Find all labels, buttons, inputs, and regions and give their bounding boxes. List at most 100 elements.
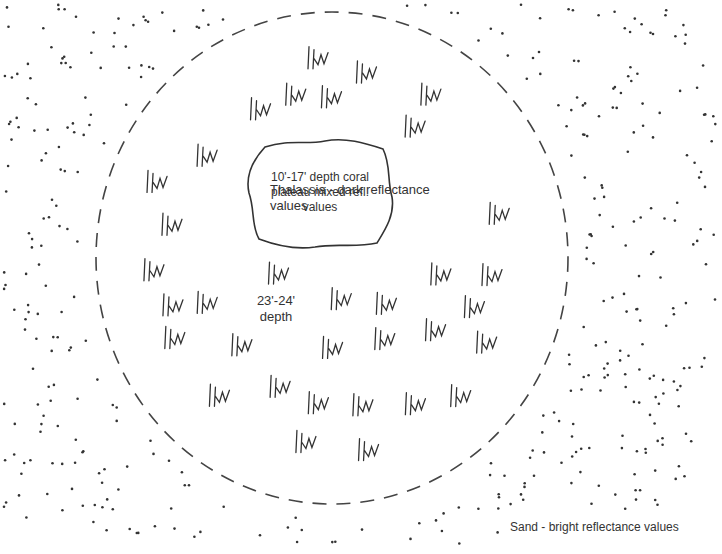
seagrass-mark xyxy=(405,115,425,137)
sand-dot xyxy=(458,506,461,509)
sand-dot xyxy=(199,531,202,534)
sand-dot xyxy=(662,379,665,382)
sand-dot xyxy=(74,462,77,465)
sand-dot xyxy=(57,425,60,428)
sand-dot xyxy=(653,422,656,425)
sand-dot xyxy=(703,357,706,360)
depth-label: 23'-24' depth xyxy=(244,293,308,326)
sand-dot xyxy=(40,423,43,426)
sand-dot xyxy=(615,107,618,110)
sand-dot xyxy=(42,27,45,30)
sand-dot xyxy=(584,176,587,179)
sand-dot xyxy=(674,35,677,38)
sand-dot xyxy=(627,75,630,78)
seagrass-mark xyxy=(321,86,341,108)
sand-dot xyxy=(658,112,661,115)
sand-dot xyxy=(170,507,173,510)
sand-dot xyxy=(140,64,143,67)
sand-dot xyxy=(136,532,139,535)
sand-dot xyxy=(28,232,31,235)
sand-dot xyxy=(652,33,655,36)
sand-dot xyxy=(580,388,583,391)
sand-dot xyxy=(3,403,6,406)
sand-dot xyxy=(31,238,34,241)
sand-dot xyxy=(81,451,84,454)
sand-dot xyxy=(685,302,688,305)
sand-dot xyxy=(29,77,32,80)
sand-dot xyxy=(113,32,116,35)
sand-dot xyxy=(577,60,580,63)
sand-dot xyxy=(676,202,679,205)
sand-dot xyxy=(149,439,152,442)
sand-dot xyxy=(35,103,38,106)
sand-dot xyxy=(652,251,655,254)
sand-dot xyxy=(523,486,526,489)
sand-dot xyxy=(188,484,191,487)
sand-dot xyxy=(294,516,297,519)
sand-dot xyxy=(572,423,575,426)
sand-dot xyxy=(693,161,696,164)
sand-dot xyxy=(520,493,523,496)
sand-dot xyxy=(497,507,500,510)
seagrass-mark xyxy=(296,430,316,452)
sand-dot xyxy=(48,216,51,219)
sand-dot xyxy=(533,474,536,477)
sand-dot xyxy=(679,90,682,93)
seagrass-mark xyxy=(308,392,328,414)
sand-dot xyxy=(46,493,49,496)
sand-dot xyxy=(73,296,76,299)
sand-dot xyxy=(603,367,606,370)
sand-dot xyxy=(641,102,644,105)
sand-dot xyxy=(633,220,636,223)
sand-dot xyxy=(477,507,480,510)
sand-dot xyxy=(58,146,61,149)
sand-dot xyxy=(57,4,60,7)
sand-dot xyxy=(684,42,687,45)
seagrass-mark xyxy=(251,98,271,120)
sand-dot xyxy=(587,374,590,377)
sand-dot xyxy=(658,402,661,405)
sand-dot xyxy=(639,216,642,219)
sand-dot xyxy=(125,103,128,106)
sand-dot xyxy=(592,262,595,265)
sand-dot xyxy=(582,326,585,329)
sand-dot xyxy=(568,353,571,356)
sand-dot xyxy=(507,54,510,57)
seagrass-mark xyxy=(376,292,396,314)
sand-dot xyxy=(570,482,573,485)
sand-dot xyxy=(457,12,460,15)
sand-dot xyxy=(565,125,568,128)
sand-dot xyxy=(76,171,79,174)
sand-dot xyxy=(653,375,656,378)
sand-dot xyxy=(173,30,176,33)
sand-dot xyxy=(37,313,40,316)
sand-dot xyxy=(202,9,205,12)
sand-dot xyxy=(23,462,26,465)
sand-dot xyxy=(624,27,627,30)
sand-dot xyxy=(584,102,587,105)
zone-outline xyxy=(94,10,570,506)
sand-dot xyxy=(140,76,143,79)
sand-dot xyxy=(25,273,28,276)
seagrass-mark xyxy=(270,375,290,397)
sand-dot xyxy=(106,498,109,501)
sand-dots xyxy=(3,4,717,545)
sand-dot xyxy=(638,368,641,371)
sand-dot xyxy=(607,374,610,377)
sand-dot xyxy=(53,384,56,387)
sand-dot xyxy=(619,359,622,362)
coral-plateau: 10'-17' depth coral plateau mixed refl. … xyxy=(245,135,395,250)
sand-dot xyxy=(575,451,578,454)
sand-dot xyxy=(644,448,647,451)
seagrass-mark xyxy=(405,393,425,415)
sand-dot xyxy=(613,11,616,14)
seagrass-mark xyxy=(359,439,379,461)
sand-dot xyxy=(117,488,120,491)
sand-dot xyxy=(585,258,588,261)
sand-dot xyxy=(623,293,626,296)
sand-dot xyxy=(46,128,49,131)
sand-dot xyxy=(112,404,115,407)
sand-dot xyxy=(624,244,627,247)
sand-dot xyxy=(598,115,601,118)
sand-dot xyxy=(84,96,87,99)
